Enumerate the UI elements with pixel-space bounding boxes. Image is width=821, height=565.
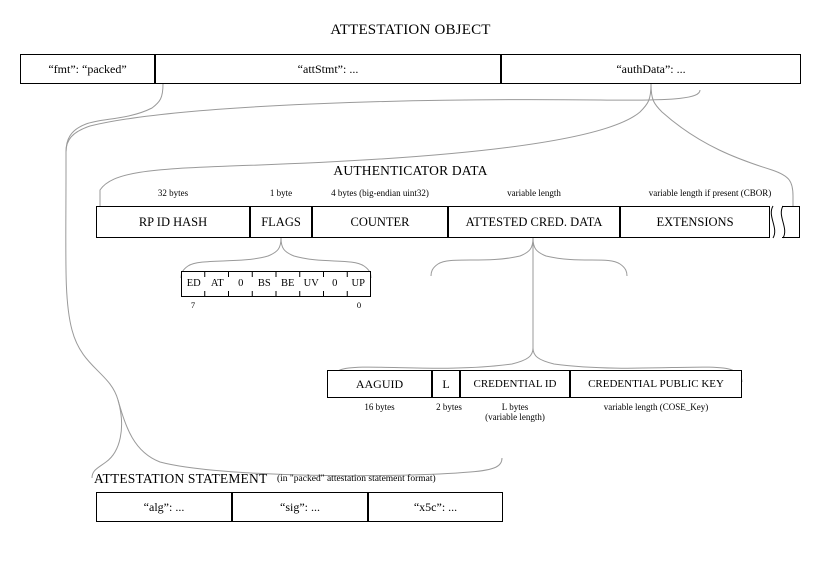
field-credential-public-key-label: CREDENTIAL PUBLIC KEY	[588, 378, 724, 390]
flag-bit-3: BE	[281, 277, 295, 289]
flag-bit-0: UP	[351, 277, 365, 289]
attestation-statement-note: (in "packed" attestation statement forma…	[277, 474, 436, 484]
caption-credential-id-size-note: (variable length)	[485, 412, 545, 422]
field-counter-label: COUNTER	[350, 214, 410, 229]
field-sig-label: “sig”: ...	[280, 499, 320, 514]
brace-attested-cred-left	[430, 237, 534, 277]
caption-extensions-size: variable length if present (CBOR)	[648, 188, 772, 198]
field-attested-cred-data-label: ATTESTED CRED. DATA	[465, 214, 603, 229]
field-rp-id-hash[interactable]: RP ID HASH	[96, 206, 250, 238]
field-fmt[interactable]: “fmt”: “packed”	[20, 54, 155, 84]
field-x5c-label: “x5c”: ...	[413, 499, 458, 514]
field-sig[interactable]: “sig”: ...	[232, 492, 368, 522]
attestation-statement-heading: ATTESTATION STATEMENT	[94, 471, 268, 486]
flags-high-bit-index: 7	[190, 300, 196, 310]
flag-bit-6: AT	[210, 277, 224, 289]
field-credential-public-key[interactable]: CREDENTIAL PUBLIC KEY	[570, 370, 742, 398]
field-flags-label: FLAGS	[261, 214, 301, 229]
authenticator-data-heading: AUTHENTICATOR DATA	[333, 163, 488, 178]
field-attested-cred-data[interactable]: ATTESTED CRED. DATA	[448, 206, 620, 238]
field-aaguid-label: AAGUID	[355, 376, 404, 391]
field-attstmt[interactable]: “attStmt”: ...	[155, 54, 501, 84]
flags-low-bit-index: 0	[356, 300, 362, 310]
flag-bit-4: BS	[257, 277, 271, 289]
caption-credential-id-size: L bytes	[501, 402, 529, 412]
field-alg[interactable]: “alg”: ...	[96, 492, 232, 522]
caption-rp-id-hash-size: 32 bytes	[157, 188, 189, 198]
caption-credential-public-key-size: variable length (COSE_Key)	[603, 402, 709, 412]
field-counter[interactable]: COUNTER	[312, 206, 448, 238]
page-title: ATTESTATION OBJECT	[330, 22, 491, 38]
flag-bit-1: 0	[332, 277, 338, 289]
field-extensions[interactable]: EXTENSIONS	[620, 206, 770, 238]
caption-credential-id-length-size: 2 bytes	[436, 402, 462, 412]
field-rp-id-hash-label: RP ID HASH	[138, 214, 208, 229]
field-aaguid[interactable]: AAGUID	[327, 370, 432, 398]
extensions-continuation-box	[782, 206, 800, 238]
field-authdata-label: “authData”: ...	[616, 61, 686, 76]
field-alg-label: “alg”: ...	[143, 499, 185, 514]
field-credential-id[interactable]: CREDENTIAL ID	[460, 370, 570, 398]
field-extensions-label: EXTENSIONS	[656, 214, 734, 229]
caption-aaguid-size: 16 bytes	[364, 402, 395, 412]
field-fmt-label: “fmt”: “packed”	[48, 61, 127, 76]
caption-attested-cred-data-size: variable length	[507, 188, 561, 198]
flag-bit-5: 0	[238, 277, 244, 289]
flag-bit-2: UV	[303, 277, 319, 289]
field-credential-id-length[interactable]: L	[432, 370, 460, 398]
flags-bitfield[interactable]: ED AT 0 BS BE UV 0 UP	[181, 271, 371, 297]
field-credential-id-length-label: L	[442, 376, 450, 391]
caption-counter-size: 4 bytes (big-endian uint32)	[331, 188, 429, 198]
field-x5c[interactable]: “x5c”: ...	[368, 492, 503, 522]
field-flags[interactable]: FLAGS	[250, 206, 312, 238]
brace-attstmt-left-upper	[65, 83, 164, 170]
brace-attstmt-top-sweep	[65, 89, 701, 153]
field-attstmt-label: “attStmt”: ...	[297, 61, 359, 76]
flag-bit-7: ED	[186, 277, 201, 289]
caption-flags-size: 1 byte	[269, 188, 293, 198]
brace-attested-cred-right	[532, 237, 628, 277]
field-credential-id-label: CREDENTIAL ID	[473, 378, 557, 390]
field-authdata[interactable]: “authData”: ...	[501, 54, 801, 84]
